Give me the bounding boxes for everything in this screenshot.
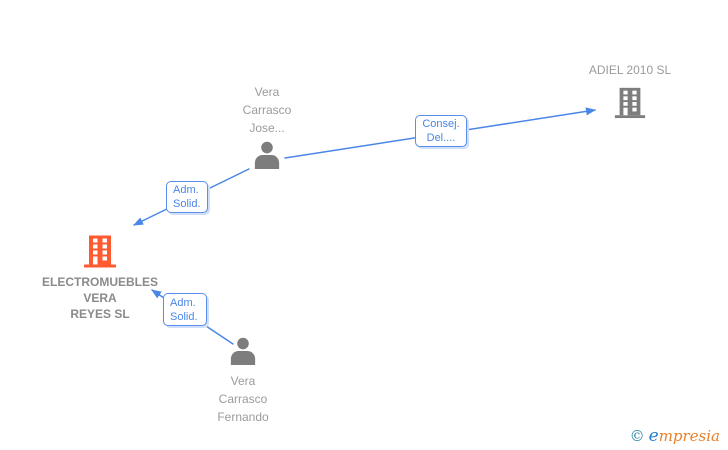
- person-icon: [254, 141, 280, 169]
- edge-label-line: Consej.: [422, 118, 460, 130]
- empresia-logo[interactable]: ©empresia: [630, 426, 720, 446]
- node-person-vera-carrasco-fernando[interactable]: Vera Carrasco Fernando: [183, 337, 303, 426]
- node-person-vera-carrasco-jose[interactable]: Vera Carrasco Jose...: [207, 83, 327, 169]
- edge-label-adm-solidario-top: Adm. Solid.: [166, 181, 208, 213]
- node-label-line: REYES SL: [70, 307, 130, 321]
- node-label-line: VERA: [83, 291, 117, 305]
- edge-label-line: Adm.: [170, 296, 196, 309]
- node-label-line: Carrasco: [242, 103, 292, 117]
- node-label-line: Jose...: [249, 121, 285, 135]
- node-company-electromuebles-vera-reyes-sl[interactable]: ELECTROMUEBLES VERA REYES SL: [40, 233, 160, 322]
- node-label-line: Vera: [230, 374, 256, 388]
- edge-label-consejero-delegado: Consej. Del....: [415, 115, 467, 147]
- person-icon: [230, 337, 256, 365]
- node-label-line: Vera: [254, 85, 280, 99]
- edge-label-line: Adm.: [173, 184, 199, 196]
- edge-label-line: Solid.: [173, 198, 201, 210]
- copyright-symbol: ©: [629, 427, 645, 445]
- node-label: ADIEL 2010 SL: [588, 63, 672, 77]
- node-label-line: Carrasco: [218, 392, 268, 406]
- node-company-adiel-2010-sl[interactable]: ADIEL 2010 SL: [570, 63, 690, 119]
- edge-label-adm-solidario-bottom: Adm. Solid.: [163, 293, 207, 326]
- edge-label-line: Solid.: [170, 310, 198, 323]
- company-icon: [614, 87, 646, 119]
- node-label-line: ELECTROMUEBLES: [41, 275, 158, 289]
- empresia-brand-e: e: [648, 426, 659, 446]
- company-icon-focus: [84, 235, 116, 268]
- node-label-line: Fernando: [217, 410, 269, 424]
- empresia-brand-rest: mpresia: [658, 427, 720, 445]
- edge-label-line: Del....: [426, 132, 456, 144]
